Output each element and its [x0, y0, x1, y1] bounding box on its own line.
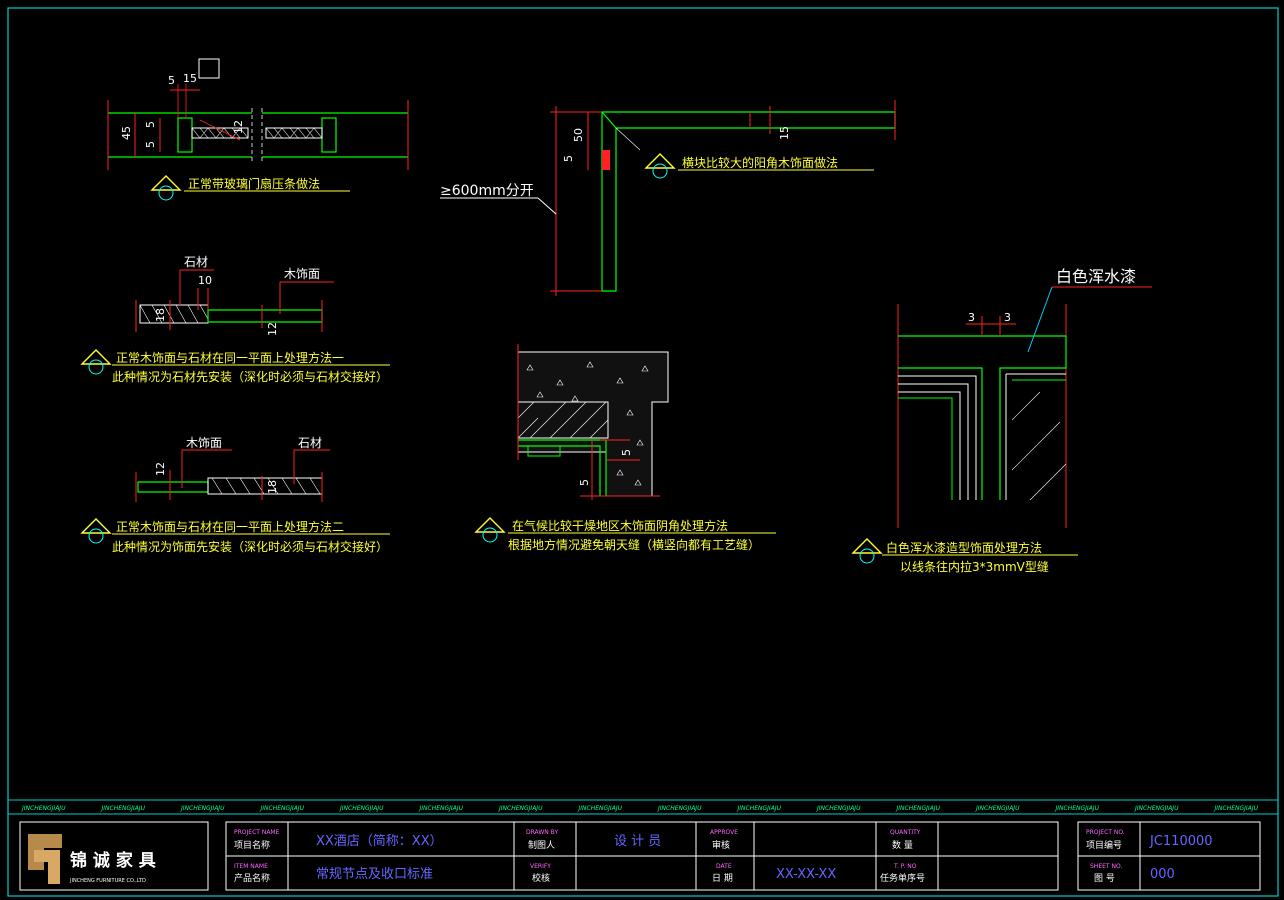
quantity-zh: 数 量: [892, 839, 913, 851]
label-d4-wood: 木饰面: [186, 436, 222, 450]
brand-strip-text: JINCHENGJIAJU: [737, 805, 782, 812]
label-d3-stone: 石材: [184, 255, 208, 269]
brand-strip-text: JINCHENGJIAJU: [21, 805, 66, 812]
subcaption-d4: 此种情况为饰面先安装（深化时必须与石材交接好）: [112, 539, 388, 554]
caption-d3: 正常木饰面与石材在同一平面上处理方法一: [116, 350, 344, 365]
caption-d2: 横块比较大的阳角木饰面做法: [682, 155, 838, 170]
brand-strip-text: JINCHENGJIAJU: [657, 805, 702, 812]
drawn-by-zh: 制图人: [528, 839, 555, 851]
project-name-en: PROJECT NAME: [234, 829, 280, 836]
sheet-no-value: 000: [1150, 867, 1175, 882]
dim-d2-50: 50: [572, 128, 585, 142]
quantity-en: QUANTITY: [890, 829, 921, 836]
dim-d2-15: 15: [778, 126, 791, 140]
tno-zh: 任务单序号: [880, 872, 925, 884]
project-no-zh: 项目编号: [1086, 839, 1122, 851]
dim-d1-5a: 5: [168, 74, 175, 87]
section-symbol-icon: [80, 349, 112, 375]
dim-d4-18: 18: [266, 480, 279, 494]
brand-strip-text: JINCHENGJIAJU: [419, 805, 464, 812]
brand-strip-text: JINCHENGJIAJU: [101, 805, 146, 812]
label-d6-paint: 白色浑水漆: [1056, 267, 1136, 286]
brand-strip-text: JINCHENGJIAJU: [260, 805, 305, 812]
dim-d4-12: 12: [154, 462, 167, 476]
project-no-value: JC110000: [1149, 834, 1213, 849]
title-block: JINCHENGJIAJU JINCHENGJIAJU JINCHENGJIAJU J…: [8, 799, 1278, 891]
section-symbol-icon: [80, 518, 112, 544]
detail-wood-stone-method-two: 木饰面 石材 12 18 正常木饰面与石材在同一平面上处理方法二 此种情况为饰面…: [80, 436, 390, 554]
sheet-no-en: SHEET NO.: [1090, 863, 1122, 870]
brand-strip-text: JINCHENGJIAJU: [816, 805, 861, 812]
dim-d1-45: 45: [120, 126, 133, 140]
marker-square: [198, 58, 220, 79]
detail-wood-stone-method-one: 石材 木饰面 10 18 12 正常木饰面与石材在同一平面上处理方法一 此种情况…: [80, 255, 390, 384]
drawn-by-en: DRAWN BY: [526, 829, 558, 836]
dim-d1-5c: 5: [144, 141, 157, 148]
brand-strip-text: JINCHENGJIAJU: [578, 805, 623, 812]
note-d2: ≥600mm分开: [440, 183, 534, 199]
brand-strip-text: JINCHENGJIAJU: [1134, 805, 1179, 812]
dim-d1-15: 15: [183, 72, 197, 85]
brand-strip-text: JINCHENGJIAJU: [1214, 805, 1259, 812]
subcaption-d6: 以线条往内拉3*3mmV型缝: [900, 559, 1049, 574]
joint-mark: [602, 150, 610, 170]
approve-zh: 审核: [712, 839, 730, 851]
item-name-zh: 产品名称: [234, 872, 270, 884]
verify-en: VERIFY: [530, 863, 551, 870]
dim-d3-18: 18: [154, 308, 167, 322]
tno-en: T. P. NO: [893, 863, 917, 870]
brand-strip-text: JINCHENGJIAJU: [975, 805, 1020, 812]
dim-d3-10: 10: [198, 274, 212, 287]
dim-d1-12: 12: [232, 120, 245, 134]
company-logo-icon: [28, 834, 62, 884]
caption-d4: 正常木饰面与石材在同一平面上处理方法二: [116, 519, 344, 534]
dim-d5-5a: 5: [620, 449, 633, 456]
section-symbol-icon: [474, 517, 506, 543]
dim-d1-5b: 5: [144, 121, 157, 128]
sheet-border: [7, 7, 1279, 897]
brand-strip-text: JINCHENGJIAJU: [339, 805, 384, 812]
subcaption-d3: 此种情况为石材先安装（深化时必须与石材交接好）: [112, 369, 388, 384]
caption-d6: 白色浑水漆造型饰面处理方法: [886, 540, 1042, 555]
section-symbol-icon: [644, 153, 676, 179]
brand-strip-text: JINCHENGJIAJU: [896, 805, 941, 812]
detail-internal-corner: 5 5 在气候比较干燥地区木饰面阴角处理方法 根据地方情况避免朝天缝（横竖向都有…: [474, 344, 776, 552]
date-value: XX-XX-XX: [776, 867, 836, 882]
approve-en: APPROVE: [710, 829, 738, 836]
brand-strip: JINCHENGJIAJU JINCHENGJIAJU JINCHENGJIAJU J…: [21, 805, 1259, 812]
detail-glass-door-bead: 5 15 45 5 5 12 正常带玻璃门扇压条做法: [107, 58, 409, 201]
section-symbol-icon: [150, 175, 182, 201]
dim-d6-3a: 3: [968, 311, 975, 324]
label-d4-stone: 石材: [298, 436, 322, 450]
sheet-no-zh: 图 号: [1094, 873, 1115, 884]
project-no-en: PROJECT NO.: [1086, 829, 1125, 836]
project-name-zh: 项目名称: [234, 839, 270, 851]
project-name-value: XX酒店（简称：XX）: [316, 833, 443, 849]
dim-d5-5b: 5: [578, 479, 591, 486]
dim-d6-3b: 3: [1004, 311, 1011, 324]
detail-external-corner: 50 5 15 ≥600mm分开 横块比较大的阳角木饰面做法: [440, 100, 896, 296]
detail-white-paint-profile: 白色浑水漆 3 3 白色浑水漆造型饰面处理方法 以线条往内拉3*3mmV型缝: [851, 267, 1152, 574]
label-d3-wood: 木饰面: [284, 267, 320, 281]
section-symbol-icon: [851, 538, 883, 564]
caption-d5: 在气候比较干燥地区木饰面阴角处理方法: [512, 518, 728, 533]
item-name-en: ITEM NAME: [234, 863, 268, 870]
caption-d1: 正常带玻璃门扇压条做法: [188, 176, 320, 191]
designer-value: 设 计 员: [614, 834, 661, 849]
company-name: 锦 诚 家 具: [70, 850, 156, 871]
brand-strip-text: JINCHENGJIAJU: [180, 805, 225, 812]
dim-d2-5: 5: [562, 155, 575, 162]
date-zh: 日 期: [712, 873, 733, 884]
item-name-value: 常规节点及收口标准: [316, 867, 433, 882]
subcaption-d5: 根据地方情况避免朝天缝（横竖向都有工艺缝）: [508, 537, 760, 552]
dim-d3-12: 12: [266, 322, 279, 336]
brand-strip-text: JINCHENGJIAJU: [498, 805, 543, 812]
date-en: DATE: [716, 863, 732, 870]
verify-zh: 校核: [532, 872, 550, 884]
brand-strip-text: JINCHENGJIAJU: [1055, 805, 1100, 812]
company-name-en: JINCHENG FURNITURE CO.,LTD: [69, 878, 146, 884]
